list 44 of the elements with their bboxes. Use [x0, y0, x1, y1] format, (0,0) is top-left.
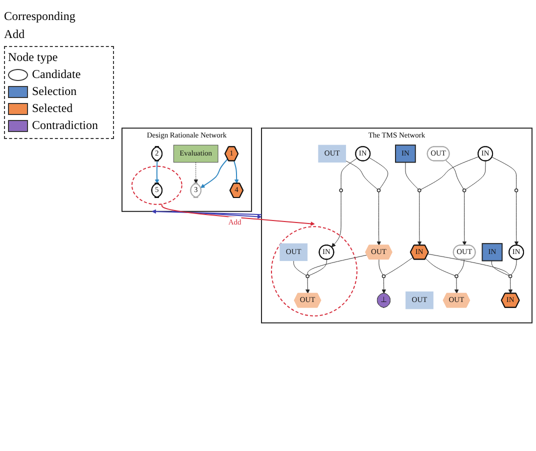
connector	[384, 257, 414, 276]
legend-label: Selection	[32, 84, 77, 99]
connector	[405, 162, 419, 190]
connector	[340, 158, 358, 190]
arrow	[161, 204, 315, 226]
connector	[445, 160, 464, 190]
node-circle	[454, 274, 458, 278]
connector	[428, 254, 510, 276]
node-circle	[418, 188, 422, 192]
connector	[510, 259, 517, 276]
legend-label: Selected	[32, 101, 73, 116]
node-circle	[462, 188, 466, 192]
connector	[307, 254, 368, 275]
note-label: Corresponding	[4, 9, 76, 24]
node-circle	[339, 188, 343, 192]
connector	[378, 259, 384, 276]
note-label: Add	[4, 27, 26, 42]
arrow	[234, 160, 239, 184]
arrow	[200, 158, 228, 188]
connector	[492, 156, 517, 190]
node-circle	[508, 274, 512, 278]
node-circle	[376, 188, 381, 192]
node-circle	[382, 274, 386, 278]
connector	[308, 259, 327, 276]
connector	[465, 160, 486, 190]
arrow	[417, 192, 422, 246]
legend-label: Contradiction	[32, 118, 98, 133]
node-circle	[306, 274, 310, 278]
arrow	[171, 210, 262, 219]
connector	[491, 260, 510, 276]
connector	[346, 160, 378, 190]
arrow	[331, 192, 342, 248]
legend-title: Node type	[8, 50, 58, 64]
connector	[457, 259, 464, 276]
arrow	[194, 162, 198, 184]
legend-label: Candidate	[32, 67, 81, 82]
node-circle	[514, 188, 518, 192]
connector	[293, 260, 307, 276]
arrow	[382, 277, 386, 294]
connector	[369, 157, 388, 190]
arrow	[152, 209, 262, 216]
arrow	[154, 160, 160, 184]
connector	[425, 258, 456, 276]
connector	[420, 156, 480, 190]
